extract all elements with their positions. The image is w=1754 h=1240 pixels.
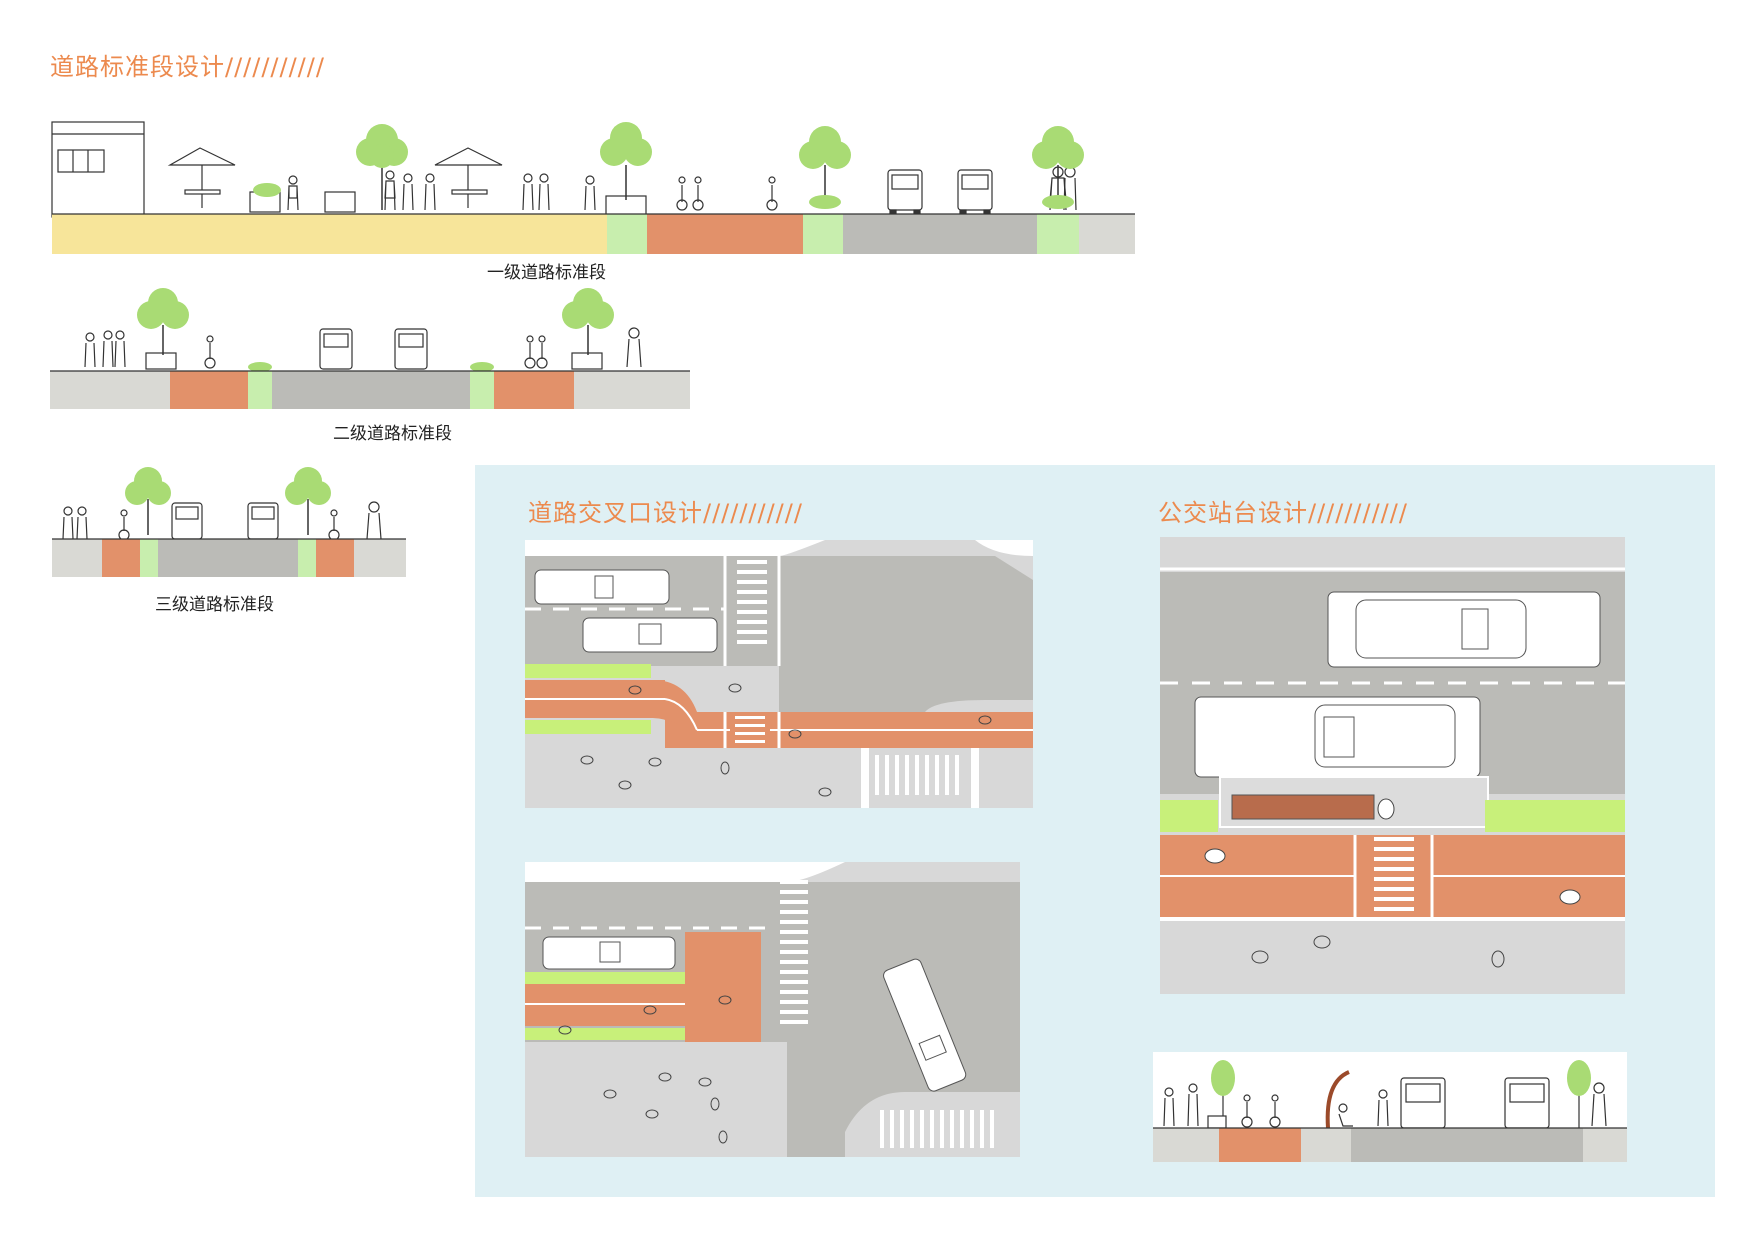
shrub-icon	[253, 183, 1074, 209]
standard-section-heading: 道路标准段设计///////////	[50, 53, 325, 81]
cyclist-icon	[766, 176, 778, 211]
secondary-caption: 二级道路标准段	[333, 424, 452, 444]
pedestrian-icon	[538, 173, 550, 211]
bus-top-icon	[542, 936, 676, 970]
intersection-plan-1	[525, 540, 1033, 808]
building-icon	[51, 121, 145, 218]
secondary-road-section	[50, 288, 690, 409]
bus-front-icon	[394, 328, 428, 370]
pedestrian-icon	[1377, 1089, 1389, 1127]
tree-icon	[1211, 1060, 1235, 1116]
pedestrian-icon	[1591, 1082, 1607, 1127]
pedestrian-icon	[1187, 1083, 1199, 1127]
tree-icon	[137, 288, 189, 355]
pedestrian-icon	[402, 173, 414, 211]
tree-icon	[285, 467, 331, 535]
pedestrian-icon	[62, 506, 74, 540]
bus-top-icon	[582, 617, 718, 653]
pedestrian-icon	[1338, 1103, 1353, 1127]
umbrella-icon	[167, 147, 236, 208]
cyclist-icon	[204, 335, 216, 369]
primary-road-section	[51, 121, 1135, 254]
cyclist-icon	[118, 509, 130, 541]
crosswalk-icon	[875, 755, 959, 795]
pedestrian-icon	[584, 175, 596, 211]
bus-top-icon	[1327, 591, 1601, 668]
tree-icon	[125, 467, 171, 535]
primary-caption: 一级道路标准段	[487, 263, 606, 283]
intersection-plan-2	[525, 862, 1020, 1157]
pedestrian-icon	[626, 327, 642, 368]
tree-icon	[600, 122, 652, 200]
pedestrian-icon	[114, 330, 126, 368]
pedestrian-icon	[287, 175, 299, 211]
cyclist-icon	[676, 176, 688, 211]
tertiary-caption: 三级道路标准段	[155, 595, 274, 615]
bus-front-icon	[1504, 1077, 1550, 1129]
bus-front-icon	[1400, 1077, 1446, 1129]
pedestrian-icon	[366, 501, 382, 540]
cyclist-icon	[692, 176, 704, 211]
tree-icon	[356, 124, 408, 210]
bus-front-icon	[887, 169, 923, 215]
pedestrian-icon	[424, 173, 436, 211]
crosswalk-icon	[880, 1110, 994, 1148]
cyclist-icon	[328, 509, 340, 541]
crosswalk-icon	[737, 560, 767, 644]
intersection-heading: 道路交叉口设计///////////	[528, 499, 803, 527]
pedestrian-icon	[84, 332, 96, 368]
pedestrian-icon	[102, 330, 114, 368]
busstop-section	[1153, 1052, 1627, 1162]
cyclist-icon	[536, 335, 548, 369]
bus-top-icon	[883, 958, 967, 1092]
bus-front-icon	[247, 502, 279, 540]
pedestrian-icon	[384, 170, 396, 211]
tree-icon	[562, 288, 614, 355]
cyclist-icon	[1241, 1094, 1253, 1128]
crosswalk-icon	[780, 880, 808, 1024]
umbrella-icon	[434, 147, 503, 208]
tree-icon	[1567, 1060, 1591, 1128]
bus-front-icon	[957, 169, 993, 215]
cyclist-icon	[1269, 1094, 1281, 1128]
bus-front-icon	[319, 328, 353, 370]
pedestrian-icon	[76, 506, 88, 540]
tree-icon	[1032, 126, 1084, 200]
pedestrian-icon	[1163, 1087, 1175, 1127]
busstop-heading: 公交站台设计///////////	[1158, 499, 1408, 527]
bus-top-icon	[534, 569, 670, 605]
bus-front-icon	[171, 502, 203, 540]
cyclist-icon	[524, 335, 536, 369]
crosswalk-icon	[1374, 837, 1414, 911]
pedestrian-icon	[522, 173, 534, 211]
bus-top-icon	[1194, 696, 1481, 778]
tertiary-road-section	[52, 467, 406, 577]
tree-icon	[799, 126, 851, 200]
busstop-plan	[1160, 537, 1625, 994]
